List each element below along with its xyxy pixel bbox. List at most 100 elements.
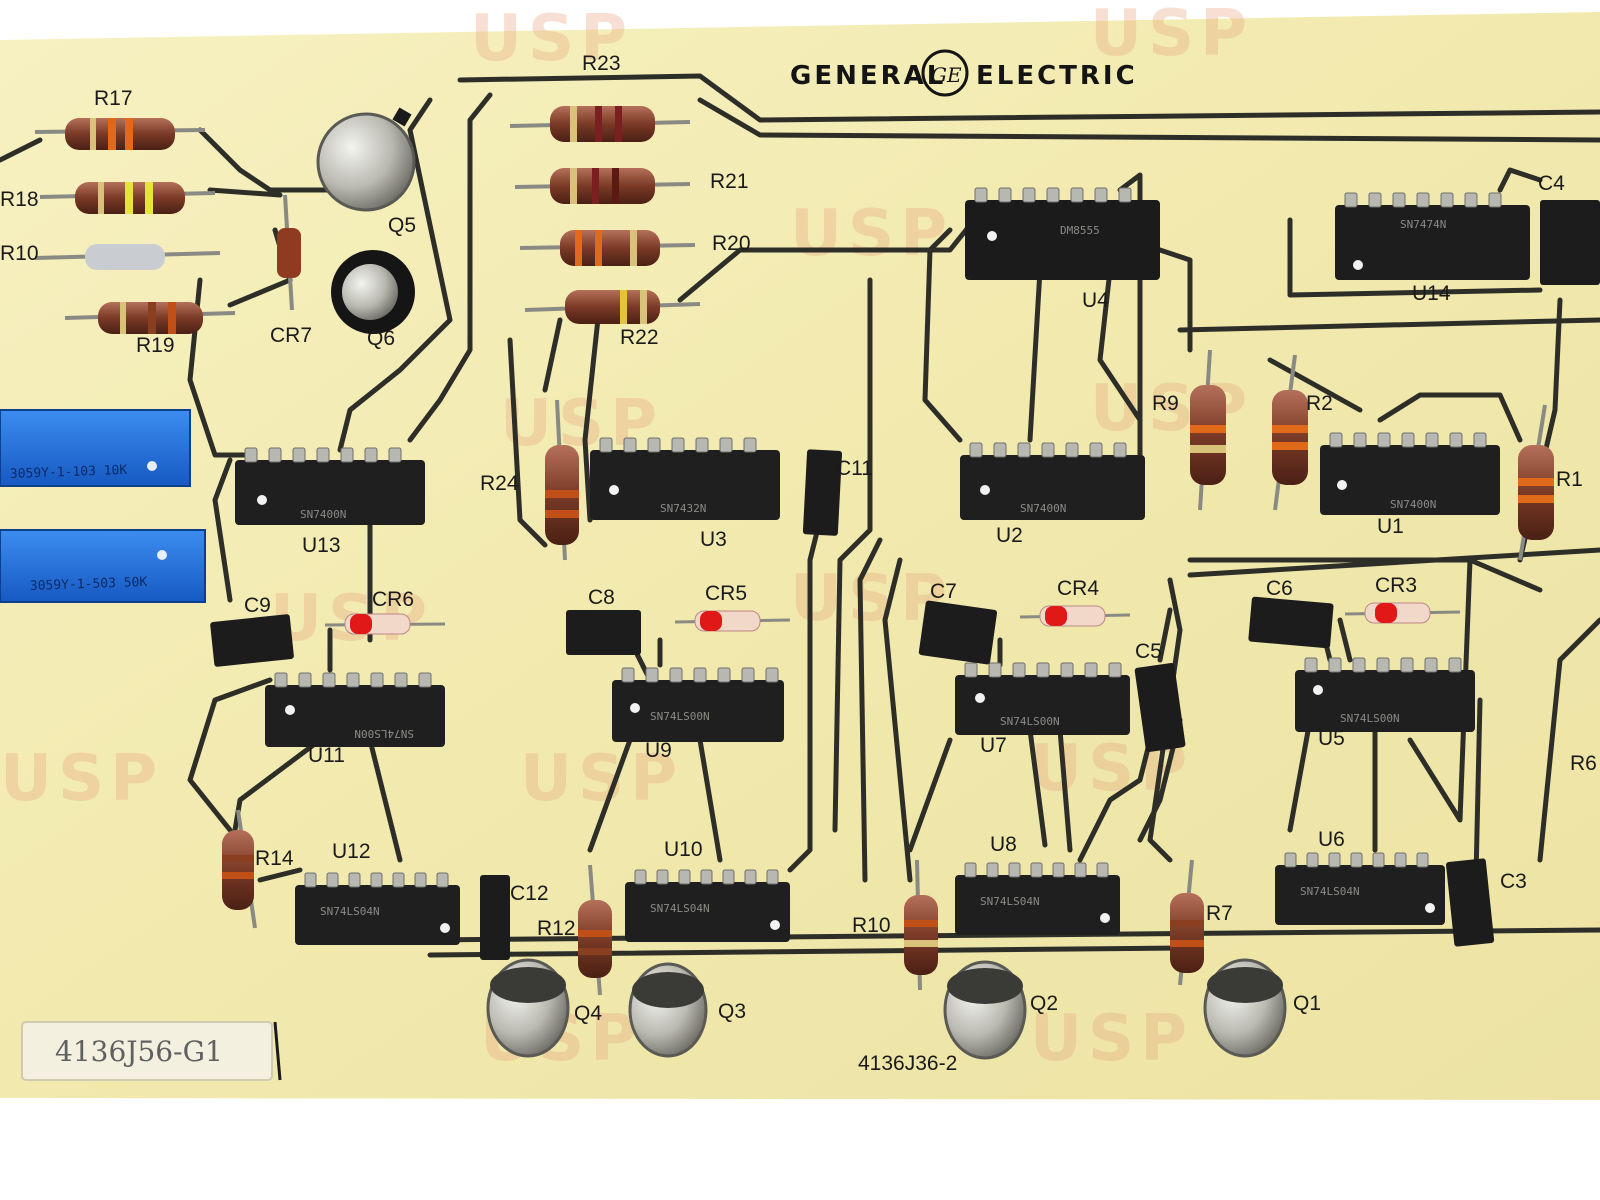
- svg-text:C6: C6: [1266, 577, 1293, 600]
- svg-text:R10: R10: [0, 242, 39, 265]
- resistor: [524, 290, 701, 324]
- ic-u12: SN74LS04N: [295, 885, 460, 945]
- svg-text:SN74LS00N: SN74LS00N: [1340, 712, 1400, 725]
- svg-text:SN74LS04N: SN74LS04N: [320, 905, 380, 918]
- resistor: [519, 230, 696, 266]
- capacitor: [918, 600, 998, 665]
- resistor: [222, 809, 257, 929]
- svg-text:R14: R14: [255, 847, 294, 870]
- part-label-sticker: 4136J56-G1: [21, 1021, 282, 1081]
- ic-u2: SN7400N: [960, 455, 1145, 520]
- ge-brand: GENERAL GE ELECTRIC: [790, 49, 1138, 97]
- resistor: [904, 859, 938, 991]
- svg-text:R12: R12: [537, 917, 576, 940]
- svg-text:Q6: Q6: [367, 327, 395, 350]
- ic-u6: SN74LS04N: [1275, 865, 1445, 925]
- resistor: [1518, 404, 1554, 561]
- transistor-can: [1203, 958, 1287, 1058]
- svg-text:4136J56-G1: 4136J56-G1: [55, 1035, 223, 1068]
- svg-text:Q3: Q3: [718, 1000, 746, 1023]
- svg-text:Q4: Q4: [574, 1002, 602, 1025]
- transistor-can: [628, 962, 708, 1058]
- svg-text:U7: U7: [980, 734, 1007, 757]
- svg-text:CR4: CR4: [1057, 577, 1099, 600]
- svg-text:U4: U4: [1082, 289, 1109, 312]
- diodes: [277, 194, 1461, 635]
- ic-u5: SN74LS00N: [1295, 670, 1475, 732]
- svg-text:R17: R17: [94, 87, 133, 110]
- svg-text:3059Y-1-103 10K: 3059Y-1-103 10K: [10, 463, 128, 482]
- ic-u11: SN74LS00N: [265, 685, 445, 747]
- resistor: [545, 399, 579, 561]
- svg-text:R20: R20: [712, 232, 751, 255]
- svg-text:U10: U10: [664, 838, 703, 861]
- svg-text:USP: USP: [790, 197, 953, 271]
- transistor-can: [943, 960, 1027, 1060]
- svg-text:SN74LS04N: SN74LS04N: [650, 902, 710, 915]
- diode: [324, 613, 446, 635]
- svg-text:R10: R10: [852, 914, 891, 937]
- svg-text:R1: R1: [1556, 468, 1583, 491]
- svg-text:U2: U2: [996, 524, 1023, 547]
- capacitor: [1446, 858, 1495, 947]
- ic-u13: SN7400N: [235, 460, 425, 525]
- resistor: [39, 182, 216, 214]
- silkscreen-labels: R17 R18 R10 R19 R23 R21 R20 R22 R24 R9 R…: [0, 52, 1597, 1025]
- svg-text:3059Y-1-503 50K: 3059Y-1-503 50K: [30, 575, 148, 594]
- svg-text:SN74LS00N: SN74LS00N: [1000, 715, 1060, 728]
- svg-text:R22: R22: [620, 326, 659, 349]
- svg-text:C5: C5: [1135, 640, 1162, 663]
- svg-text:SN74LS04N: SN74LS04N: [1300, 885, 1360, 898]
- svg-text:CR7: CR7: [270, 324, 312, 347]
- transistor-can: [331, 250, 415, 334]
- svg-text:USP: USP: [1030, 1002, 1193, 1076]
- svg-text:C11: C11: [836, 457, 873, 480]
- resistor: [34, 244, 221, 270]
- svg-text:C4: C4: [1538, 172, 1565, 195]
- svg-text:Q2: Q2: [1030, 992, 1058, 1015]
- svg-text:U5: U5: [1318, 727, 1345, 750]
- svg-text:U11: U11: [308, 744, 345, 767]
- svg-text:DM8555: DM8555: [1060, 224, 1100, 237]
- svg-text:R23: R23: [582, 52, 621, 75]
- svg-text:ELECTRIC: ELECTRIC: [976, 61, 1138, 91]
- transistors: [316, 107, 1287, 1060]
- resistor: [64, 302, 236, 334]
- svg-text:U3: U3: [700, 528, 727, 551]
- capacitor: [1248, 596, 1334, 649]
- svg-text:CR5: CR5: [705, 582, 747, 605]
- ic-u10: SN74LS04N: [625, 882, 790, 942]
- capacitor: [1540, 200, 1600, 285]
- silkscreen-part-number: 4136J36-2: [858, 1052, 957, 1075]
- svg-text:R6: R6: [1570, 752, 1597, 775]
- svg-text:U12: U12: [332, 840, 371, 863]
- resistor: [509, 106, 691, 142]
- transistor-can: [316, 107, 416, 212]
- svg-text:USP: USP: [500, 387, 663, 461]
- ic-u7: SN74LS00N: [955, 675, 1130, 735]
- svg-text:R21: R21: [710, 170, 749, 193]
- svg-text:R24: R24: [480, 472, 519, 495]
- trimmer-pot-2: 3059Y-1-503 50K: [0, 529, 206, 603]
- svg-text:USP: USP: [520, 742, 683, 816]
- resistors: [34, 106, 1554, 996]
- ic-u14: SN7474N: [1335, 205, 1530, 280]
- capacitor: [1134, 663, 1186, 752]
- trimmer-pot-1: 3059Y-1-103 10K: [0, 409, 191, 487]
- svg-text:U14: U14: [1412, 282, 1451, 305]
- svg-text:R19: R19: [136, 334, 175, 357]
- svg-text:USP: USP: [0, 742, 163, 816]
- ic-pins: [244, 187, 1502, 888]
- capacitor: [480, 875, 510, 960]
- ic-u8: SN74LS04N: [955, 875, 1120, 935]
- resistor: [1272, 354, 1308, 511]
- svg-text:R2: R2: [1306, 392, 1333, 415]
- ic-u4: DM8555: [965, 200, 1160, 280]
- svg-text:C7: C7: [930, 580, 957, 603]
- svg-text:C9: C9: [244, 594, 271, 617]
- ic-u3: SN7432N: [590, 450, 780, 520]
- svg-text:SN7400N: SN7400N: [1390, 498, 1436, 511]
- resistor: [578, 864, 612, 996]
- transistor-can: [486, 958, 570, 1058]
